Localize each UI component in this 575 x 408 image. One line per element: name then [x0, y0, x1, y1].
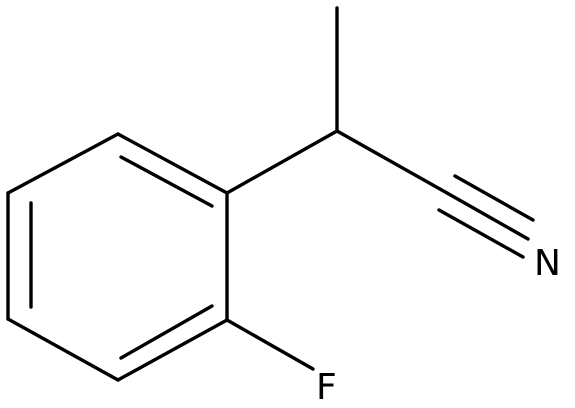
triple-bond-upper	[453, 174, 535, 222]
triple-bond-middle	[445, 191, 530, 241]
ring-to-alpha-carbon-bond	[225, 129, 339, 195]
nitrile-triple-bond	[437, 174, 535, 259]
ring-bond-bottom-right	[116, 318, 229, 382]
benzene-ring	[6, 132, 229, 382]
ring-bond-inner-top-right	[119, 155, 214, 208]
ring-bond-top-left	[6, 132, 120, 195]
ring-bond-top-right	[116, 132, 229, 195]
side-chain	[225, 6, 449, 195]
fluorine-atom-label: F	[316, 367, 337, 408]
alpha-to-nitrile-carbon-bond	[335, 129, 449, 195]
ring-bond-bottom-left	[6, 317, 120, 382]
ring-bond-inner-bottom-right	[119, 304, 214, 360]
carbon-fluorine-bond	[225, 318, 315, 371]
triple-bond-lower	[437, 208, 525, 259]
nitrogen-atom-label: N	[534, 243, 561, 284]
